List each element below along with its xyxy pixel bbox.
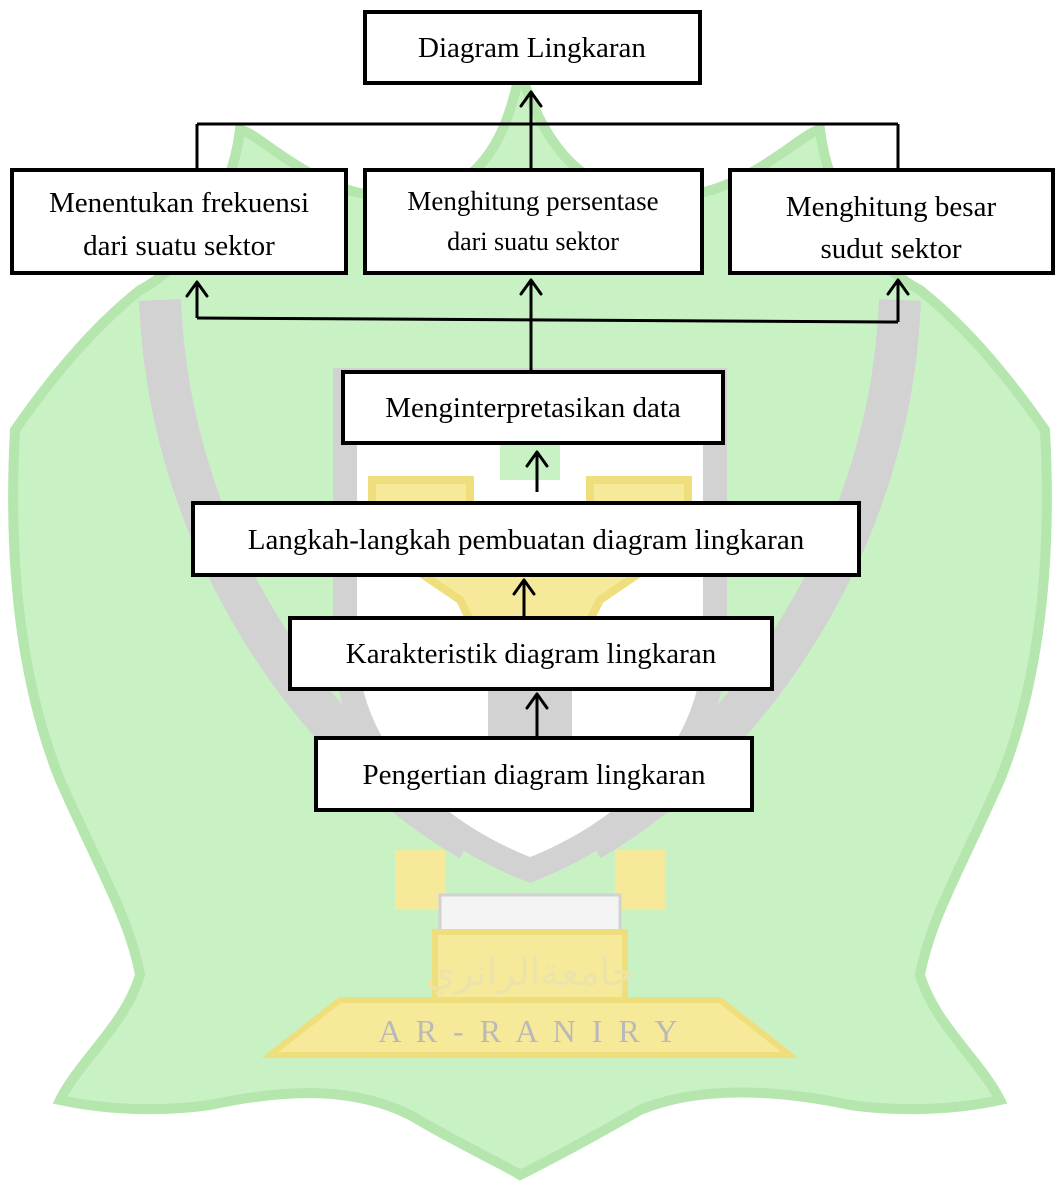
node-pengertian: Pengertian diagram lingkaran [314, 736, 754, 812]
node-langkah: Langkah-langkah pembuatan diagram lingka… [191, 501, 861, 577]
arabic-watermark-text: جامعةالرانري [425, 950, 634, 995]
arrow-up-to-sudut [886, 278, 910, 296]
node-sudut-line1: Menghitung besar [786, 191, 997, 223]
node-sudut-line2: sudut sektor [821, 233, 962, 265]
node-frekuensi: Menentukan frekuensi dari suatu sektor [10, 168, 348, 275]
node-persentase-line1: Menghitung persentase [407, 186, 658, 216]
connectors [185, 90, 910, 738]
node-karakteristik: Karakteristik diagram lingkaran [288, 616, 774, 691]
arrow-up-to-root [519, 90, 543, 108]
arrow-up-to-persentase [519, 278, 543, 296]
node-persentase: Menghitung persentase dari suatu sektor [363, 168, 704, 275]
node-interpretasi: Menginterpretasikan data [341, 370, 725, 445]
node-interpretasi-label: Menginterpretasikan data [385, 392, 681, 424]
node-langkah-label: Langkah-langkah pembuatan diagram lingka… [248, 524, 805, 556]
node-sudut: Menghitung besar sudut sektor [728, 168, 1055, 275]
arrow-up-to-interpretasi [525, 450, 549, 468]
latin-watermark-text: A R - R A N I R Y [378, 1013, 681, 1049]
gate-base [261, 850, 799, 1058]
node-persentase-line2: dari suatu sektor [447, 227, 619, 256]
arrow-up-to-karakteristik [525, 692, 549, 710]
node-root-label: Diagram Lingkaran [418, 32, 646, 64]
bottom-bracket-line [196, 316, 899, 324]
node-pengertian-label: Pengertian diagram lingkaran [362, 759, 706, 791]
arrow-up-to-frekuensi [185, 280, 209, 298]
node-frekuensi-line1: Menentukan frekuensi [49, 187, 309, 219]
node-karakteristik-label: Karakteristik diagram lingkaran [346, 638, 717, 670]
arrow-up-to-langkah [512, 578, 536, 596]
node-root: Diagram Lingkaran [363, 10, 702, 85]
node-frekuensi-line2: dari suatu sektor [83, 230, 275, 262]
